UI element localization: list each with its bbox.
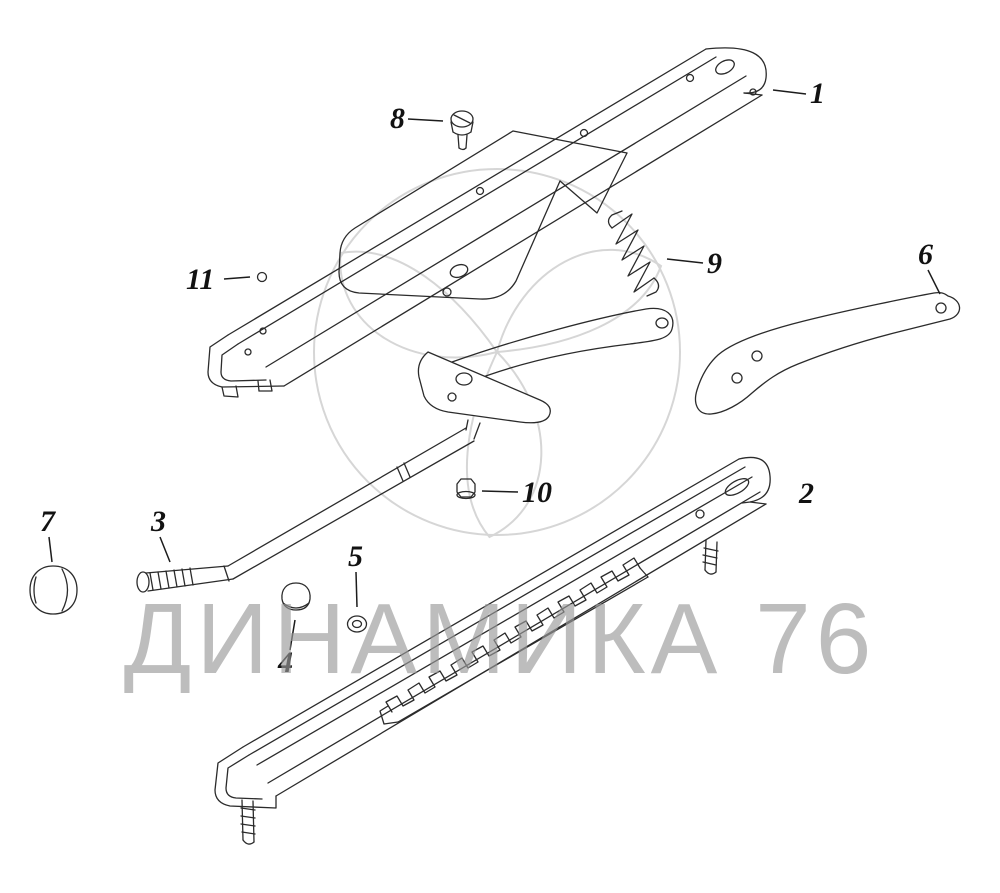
part-label-11: 11 [186, 263, 214, 296]
lever-link-assembly [417, 307, 674, 440]
lock-plate-part-6 [694, 291, 961, 415]
part-label-5: 5 [348, 540, 363, 573]
part-label-10: 10 [522, 476, 552, 509]
lower-slide-rail-part-2 [214, 456, 771, 845]
pin-part-11 [256, 271, 268, 283]
part-label-9: 9 [707, 247, 722, 280]
callout-labels: 1 2 3 4 5 6 7 8 9 10 11 [40, 77, 933, 679]
leader-line-8 [407, 118, 444, 122]
leader-line-6 [927, 269, 941, 295]
part-label-7: 7 [40, 505, 56, 538]
leader-line-9 [666, 258, 704, 264]
part-label-1: 1 [810, 77, 825, 110]
part-label-2: 2 [798, 477, 814, 510]
part-label-6: 6 [918, 238, 933, 271]
nut-part-10 [456, 478, 476, 500]
control-handle-part-3 [136, 427, 475, 593]
screw-part-8 [450, 110, 474, 151]
leader-line-4 [289, 619, 296, 651]
leader-line-1 [772, 89, 807, 95]
part-label-8: 8 [390, 102, 405, 135]
leader-line-10 [481, 490, 519, 493]
leader-line-7 [48, 536, 53, 563]
leader-line-3 [159, 536, 171, 563]
watermark-swirl-logo [313, 168, 681, 539]
cap-part-4 [281, 582, 311, 611]
callout-leader-lines [48, 89, 941, 651]
watermark-text: ДИНАМИКА 76 [124, 583, 877, 695]
part-label-4: 4 [277, 646, 293, 679]
washer-part-5 [346, 615, 368, 633]
leader-line-5 [355, 571, 358, 608]
leader-line-11 [223, 276, 251, 280]
spring-part-9 [607, 210, 660, 297]
part-label-3: 3 [150, 505, 166, 538]
knob-part-7 [29, 565, 78, 615]
upper-slide-rail-part-1 [207, 47, 767, 398]
